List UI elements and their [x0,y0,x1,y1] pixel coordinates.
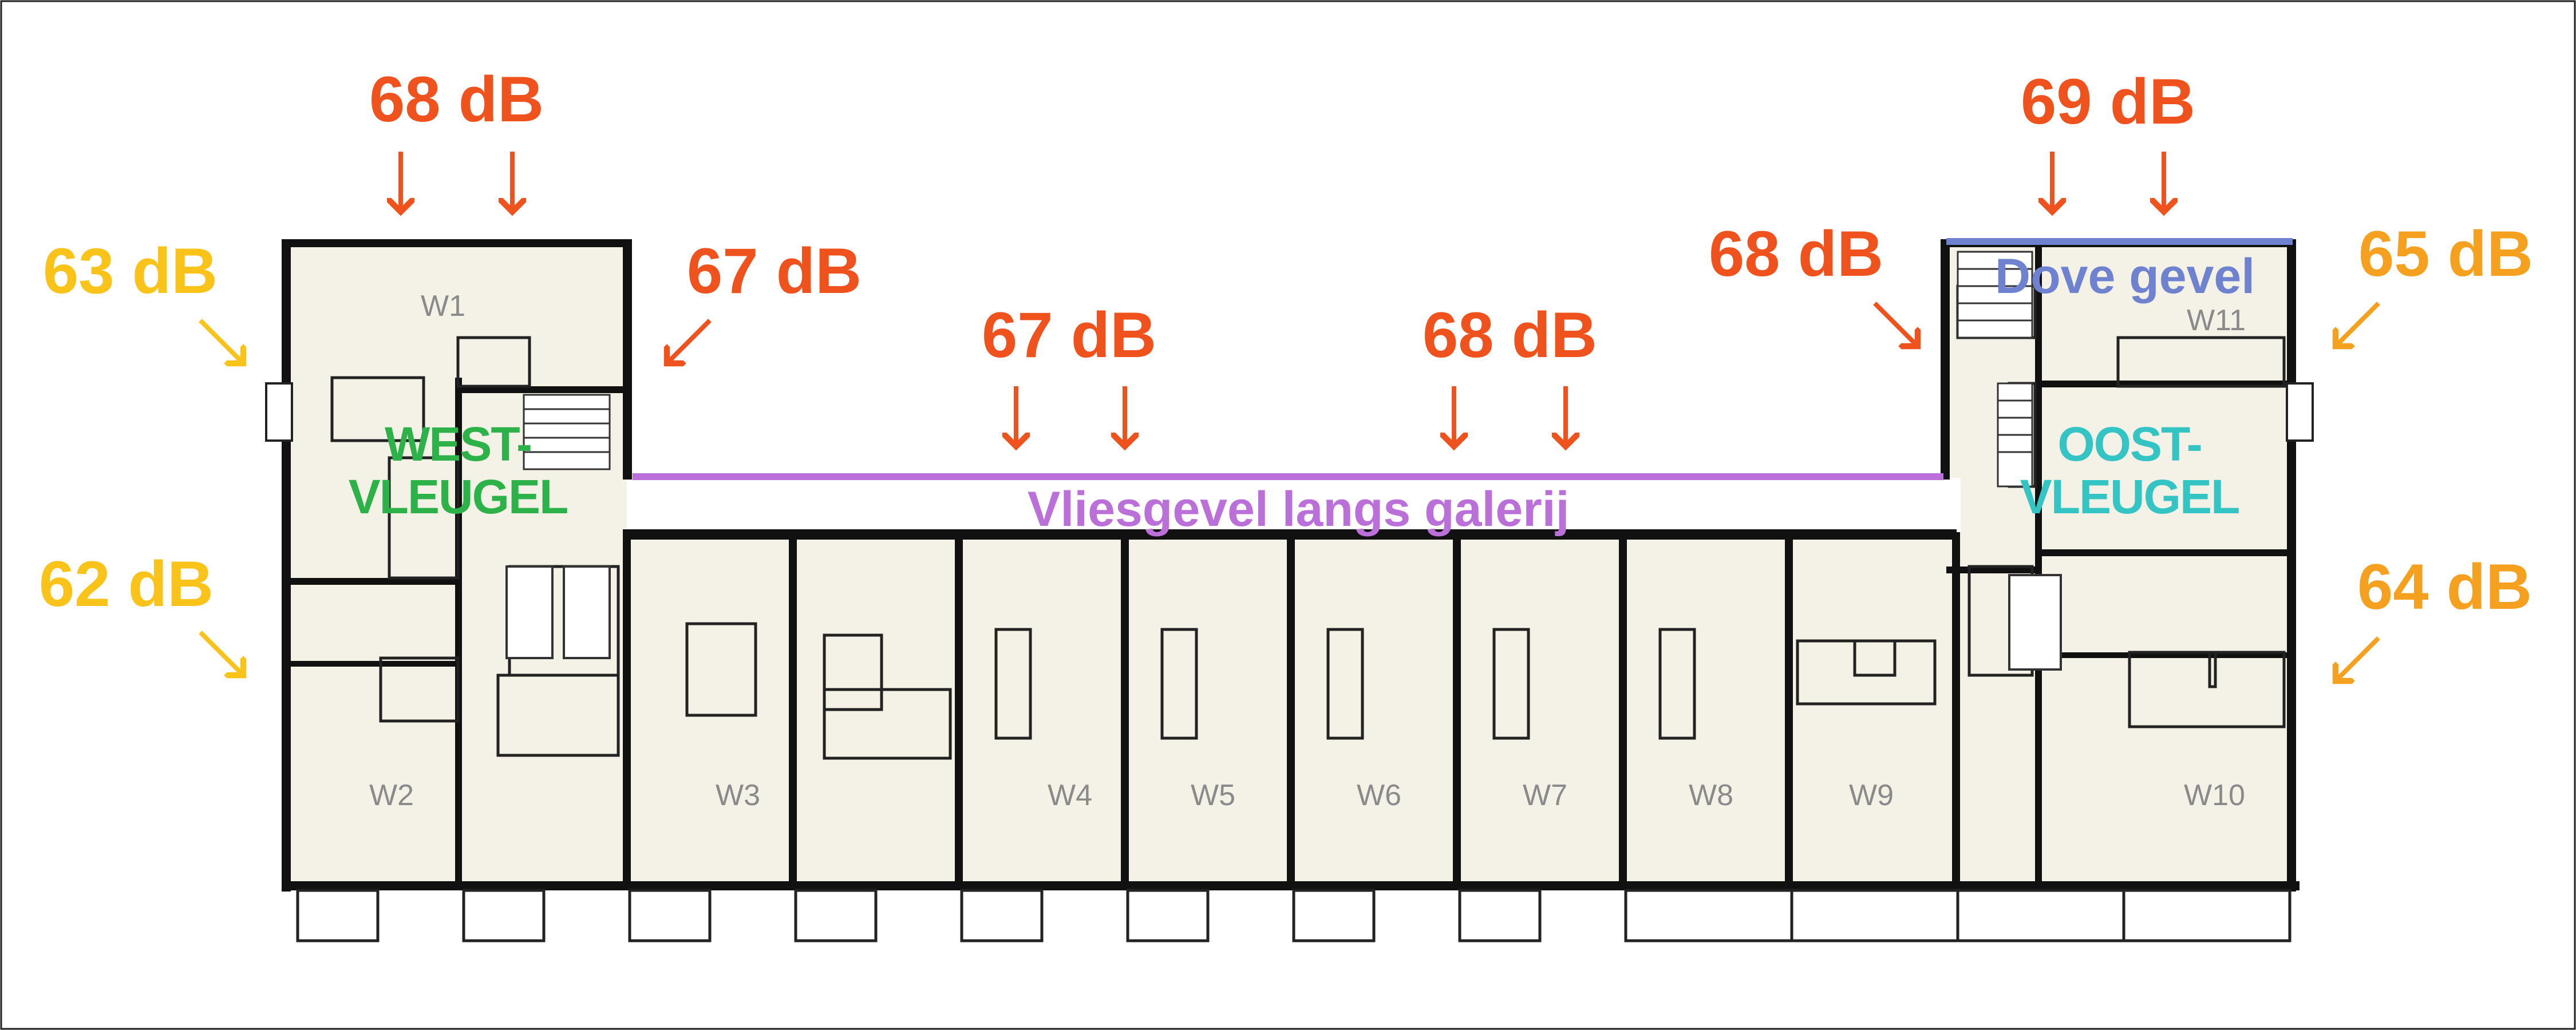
arrow-down-right-icon [1873,302,1918,346]
unit-label-w8: W8 [1689,779,1733,812]
arrow-down-left-icon [2336,302,2380,346]
noise-label-west-north: 68 dB [369,64,544,135]
arrow-down-left-icon [667,319,712,363]
wing-label-east-line1: OOST- [2057,417,2202,471]
noise-label-gallery-right: 68 dB [1423,299,1597,371]
wing-label-west-line1: WEST- [385,417,532,471]
unit-label-w5: W5 [1191,779,1235,812]
noise-label-west-left-upper: 63 dB [43,235,218,307]
arrows-yellow [199,319,243,675]
arrow-down-left-icon [2336,636,2380,681]
noise-label-gallery-left: 67 dB [982,299,1156,371]
side-balconies [265,382,2314,442]
unit-label-w4: W4 [1048,779,1092,812]
noise-label-east-north: 69 dB [2021,66,2195,137]
arrows-orange [2336,302,2380,681]
wing-label-west: WEST- VLEUGEL [343,418,572,523]
unit-label-w10: W10 [2184,779,2245,812]
stair-east [1957,251,2033,488]
noise-label-east-west: 68 dB [1709,218,1883,290]
wing-label-west-line2: VLEUGEL [348,470,569,524]
noise-label-west-east: 67 dB [687,235,862,307]
unit-label-w2: W2 [369,779,414,812]
gallery-corridor [627,478,1961,532]
noise-label-east-right-upper: 65 dB [2358,218,2533,290]
unit-label-w1: W1 [421,290,465,323]
unit-label-w7: W7 [1523,779,1567,812]
balconies [296,889,2291,942]
unit-label-w3: W3 [716,779,760,812]
blind-facade-label: Dove gevel [1995,249,2255,304]
unit-label-w6: W6 [1357,779,1401,812]
arrow-down-right-icon [199,319,243,363]
stair-west [523,394,611,470]
arrows-red [401,152,2164,446]
curtain-wall-label: Vliesgevel langs galerij [1028,482,1570,537]
arrow-down-right-icon [199,631,243,675]
elevator-west [505,565,611,659]
elevator-east [2008,574,2062,671]
unit-label-w11: W11 [2187,304,2246,337]
noise-label-east-right-lower: 64 dB [2357,551,2532,623]
unit-label-w9: W9 [1849,779,1894,812]
wing-label-east: OOST- VLEUGEL [2015,418,2244,523]
noise-label-west-left-lower: 62 dB [39,548,214,620]
wing-label-east-line2: VLEUGEL [2020,470,2241,524]
